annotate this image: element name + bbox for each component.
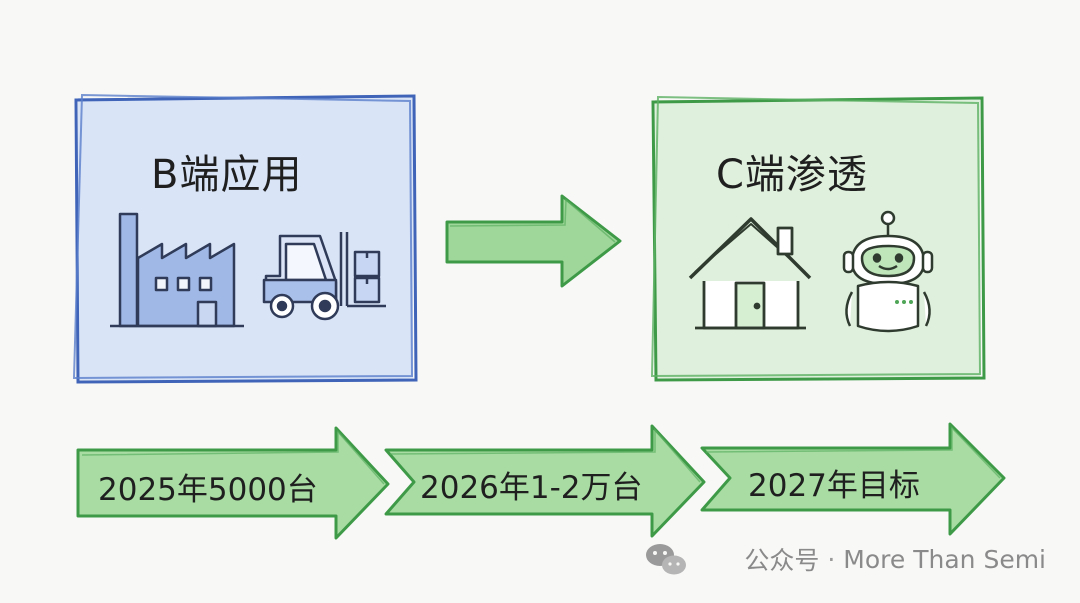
timeline-arrow-1 xyxy=(76,426,390,540)
b-side-title: B端应用 xyxy=(151,152,303,198)
watermark: 公众号 · More Than Semi xyxy=(744,540,1046,578)
watermark-prefix: 公众号 xyxy=(744,546,820,575)
house-icon xyxy=(688,217,812,330)
timeline-step-3-label: 2027年目标 xyxy=(748,468,920,504)
transition-arrow xyxy=(445,194,622,288)
watermark-name: More Than Semi xyxy=(843,544,1046,574)
watermark-separator: · xyxy=(827,544,836,574)
factory-icon xyxy=(110,212,244,328)
c-side-panel xyxy=(650,95,986,382)
timeline-step-1-label: 2025年5000台 xyxy=(98,472,318,508)
robot-icon xyxy=(842,210,934,333)
timeline-arrows xyxy=(76,422,1006,540)
forklift-icon xyxy=(262,232,386,321)
timeline-step-2-label: 2026年1-2万台 xyxy=(420,470,643,506)
wechat-icon xyxy=(646,544,686,575)
c-side-title: C端渗透 xyxy=(716,152,868,198)
